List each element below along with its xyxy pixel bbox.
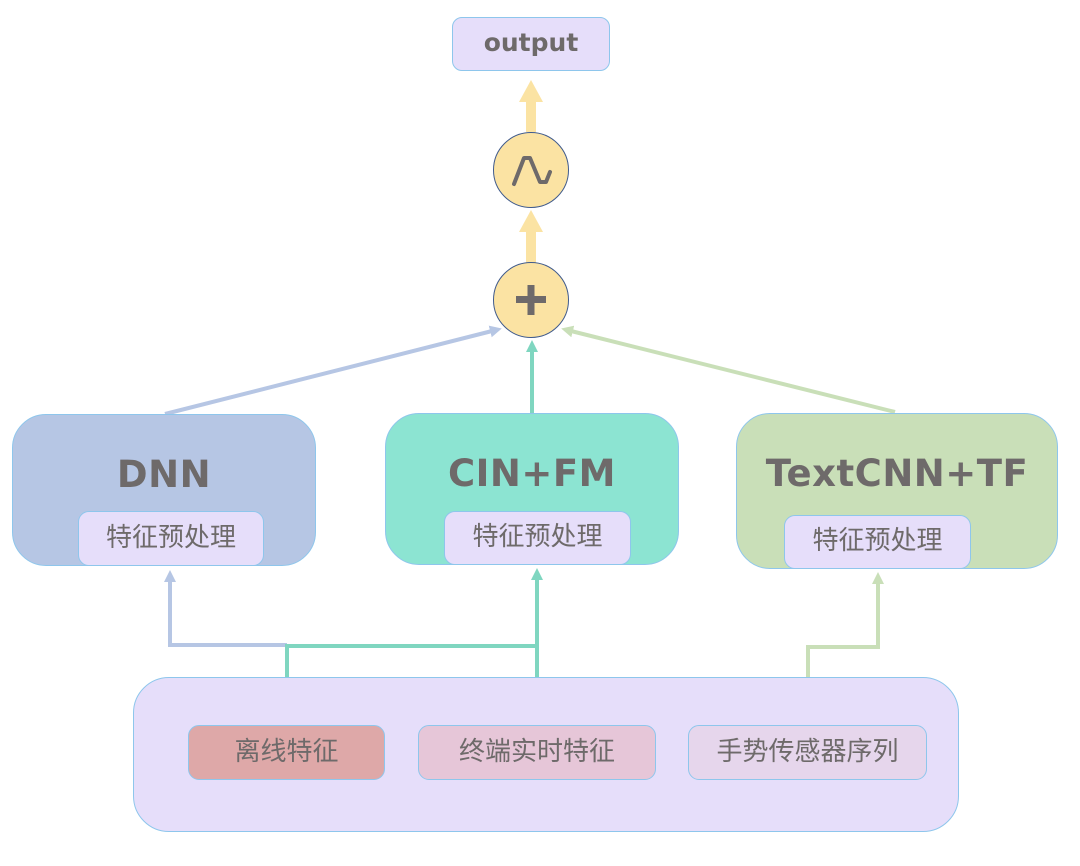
preprocess-box-dnn: 特征预处理 [78, 511, 264, 566]
input-gesture-sensor-sequence: 手势传感器序列 [688, 725, 927, 780]
edge-textcnn-to-sum [561, 325, 896, 414]
sine-wave-icon [511, 155, 552, 186]
sum-node [493, 262, 569, 338]
input-offline-features: 离线特征 [188, 725, 385, 780]
edge-dnn-to-sum [164, 325, 502, 416]
model-title-dnn: DNN [116, 453, 212, 496]
model-title-cin-fm: CIN+FM [448, 452, 616, 495]
activation-node [493, 132, 569, 208]
input-terminal-realtime-features: 终端实时特征 [418, 725, 656, 780]
preprocess-box-textcnn-tf: 特征预处理 [784, 515, 971, 569]
arrow-activation-to-output [519, 80, 543, 132]
model-title-textcnn-tf: TextCNN+TF [765, 452, 1029, 495]
edge-inputs-to-dnn [164, 570, 287, 647]
preprocess-box-cin-fm: 特征预处理 [444, 511, 631, 565]
output-node: output [452, 17, 610, 71]
output-label: output [483, 28, 579, 57]
plus-icon [515, 284, 546, 315]
arrow-sum-to-activation [519, 210, 543, 264]
